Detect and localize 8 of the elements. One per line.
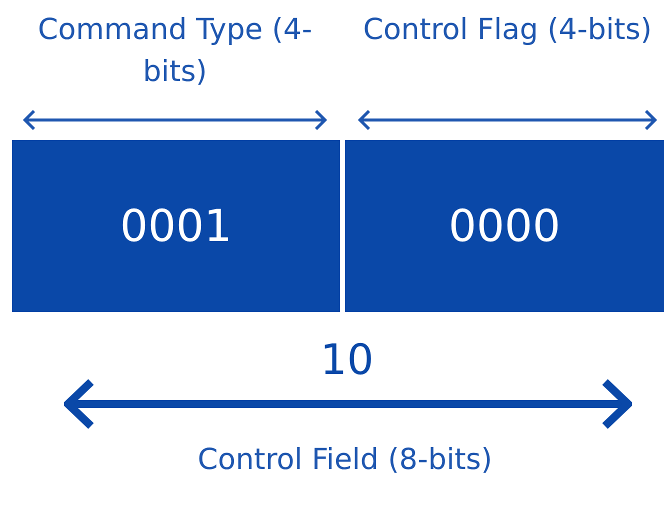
total-value: 10 [319,334,375,386]
bit-value: 0001 [120,200,232,252]
field-label: Control Flag (4-bits) [362,11,653,48]
bit-field-box [345,140,664,312]
bit-field-box [12,140,340,312]
bit-value: 0000 [448,200,560,252]
field-label: Control Field (8-bits) [196,441,494,478]
field-label: Command Type (4-bits) [36,11,314,90]
